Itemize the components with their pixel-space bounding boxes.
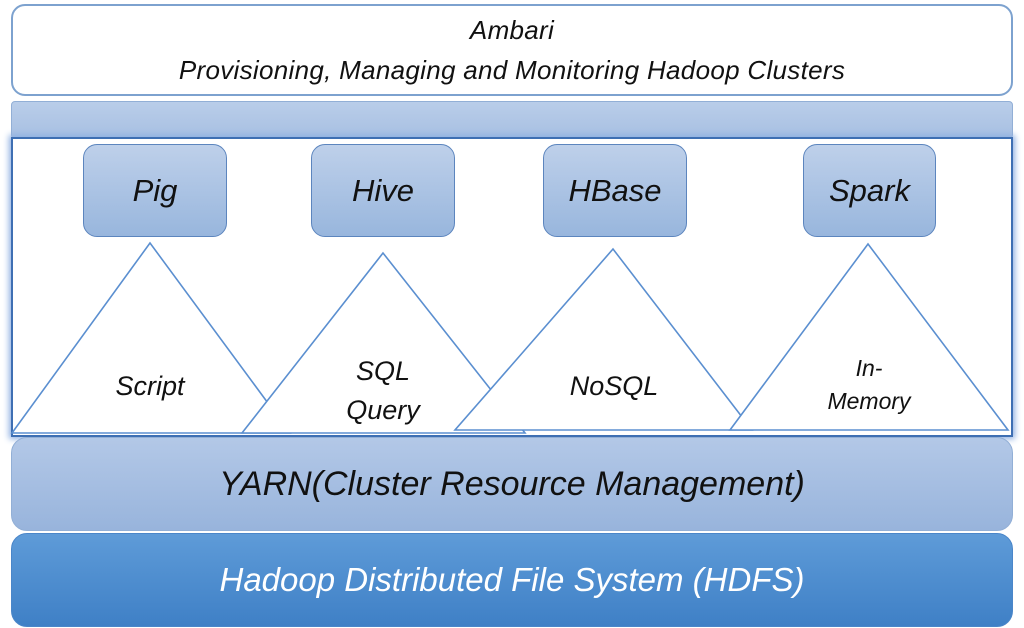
tool-label-hbase: NoSQL: [570, 369, 659, 403]
triangle-hive: [240, 251, 527, 434]
tool-box-hbase: HBase: [543, 144, 687, 237]
tool-name-hive: Hive: [351, 172, 414, 208]
yarn-layer: YARN(Cluster Resource Management): [11, 437, 1013, 531]
connector-strip: [11, 101, 1013, 139]
tool-label-spark: In- Memory: [827, 352, 910, 418]
tool-label-line: In-: [855, 355, 883, 381]
tool-box-hive: Hive: [311, 144, 455, 237]
tool-label-hive: SQL Query: [346, 352, 420, 430]
tool-box-pig: Pig: [83, 144, 227, 237]
tool-name-hbase: HBase: [568, 172, 662, 208]
triangle-hbase: [453, 247, 754, 431]
ambari-layer: Ambari Provisioning, Managing and Monito…: [11, 4, 1013, 96]
ambari-title: Ambari: [469, 15, 555, 45]
triangle-pig: [10, 241, 292, 434]
hdfs-layer: Hadoop Distributed File System (HDFS): [11, 533, 1013, 627]
yarn-label: YARN(Cluster Resource Management): [219, 464, 805, 503]
tool-label-line: SQL: [355, 356, 411, 386]
ambari-subtitle: Provisioning, Managing and Monitoring Ha…: [178, 55, 846, 85]
tool-label-line: NoSQL: [569, 371, 659, 401]
tool-name-pig: Pig: [132, 172, 178, 208]
tool-label-pig: Script: [115, 369, 184, 403]
tool-box-spark: Spark: [803, 144, 936, 237]
triangle-spark: [728, 242, 1010, 431]
tool-label-line: Script: [115, 371, 185, 401]
hdfs-label: Hadoop Distributed File System (HDFS): [219, 561, 805, 598]
tool-label-line: Memory: [827, 388, 911, 414]
tool-name-spark: Spark: [829, 172, 910, 208]
tool-label-line: Query: [346, 395, 420, 425]
